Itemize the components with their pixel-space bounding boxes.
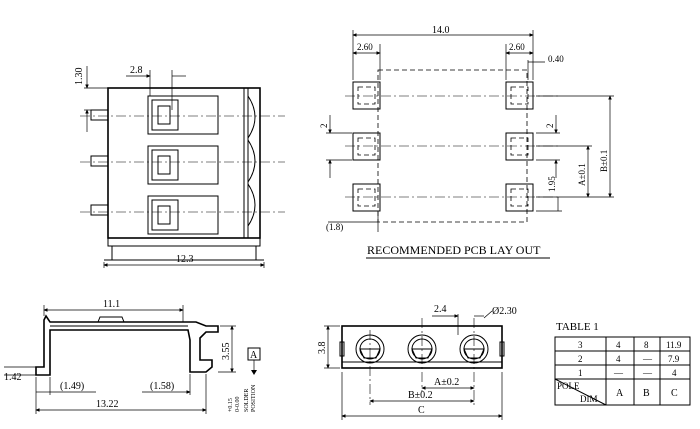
table-row-3-a: —	[613, 368, 624, 378]
table-header-row: POLE DIM A B C	[557, 381, 678, 404]
table-row: 1 — — 4	[578, 368, 677, 378]
top-view-slot-3	[147, 195, 219, 235]
front-view-c-dim-label: C	[418, 405, 425, 416]
table-row: 3 4 8 11.9	[578, 340, 682, 350]
table-row-1-pole: 3	[578, 340, 583, 350]
pcb-caption: RECOMMENDED PCB LAY OUT	[367, 243, 541, 257]
table-row-2-pole: 2	[578, 354, 583, 364]
table-row: 2 4 — 7.9	[578, 354, 680, 364]
top-view-slot-2	[147, 145, 219, 185]
front-view-b-dim-label: B±0.2	[408, 390, 433, 401]
table-row-3-pole: 1	[578, 368, 583, 378]
front-view-a-dim-label: A±0.2	[434, 377, 459, 388]
side-view-total-label: 13.22	[96, 399, 119, 410]
pcb-layout: 14.0 2.60 2.60 0.40 2 (1.8) 2 B±0.1 A±0.…	[319, 25, 614, 259]
table-row-1-a: 4	[616, 340, 621, 350]
top-view-slot-1	[147, 95, 219, 135]
dimension-table: TABLE 1 3 4 8 11.9 2 4 — 7.9 1 — — 4 POL…	[554, 321, 691, 406]
side-view-ref2-label: (1.58)	[150, 381, 174, 392]
pcb-a-dim-label: A±0.1	[577, 163, 587, 186]
pcb-pad-row-1	[352, 81, 534, 110]
pcb-pad-right-label: 2.60	[509, 42, 525, 52]
pcb-b-dim-label: B±0.1	[599, 150, 609, 172]
pcb-offset-label: 1.95	[547, 176, 557, 192]
side-view-lead-label: 1.42	[4, 372, 22, 383]
side-view: A 11.1 3.55 1.42 (1.49) (1.58) 13.22 +0.…	[4, 299, 261, 414]
table-row-3-b: —	[642, 368, 653, 378]
side-view-ref1-label: (1.49)	[60, 381, 84, 392]
table-row-2-b: —	[642, 354, 653, 364]
pcb-pad-row-2	[352, 132, 534, 161]
pcb-pad-row-3	[352, 183, 534, 212]
table-row-1-c: 11.9	[666, 340, 682, 350]
side-view-solder-label-2: POSITION	[251, 384, 257, 412]
front-view-height-label: 3.8	[317, 342, 328, 355]
side-view-datum-label: A	[250, 350, 258, 361]
side-view-tolerance-lower: 0-0.00	[235, 397, 241, 413]
top-view-height-label: 1.30	[74, 68, 85, 86]
table-title: TABLE 1	[556, 321, 599, 333]
front-view-pitch-label: 2.4	[434, 304, 447, 315]
table-row-3-c: 4	[672, 368, 677, 378]
table-row-2-c: 7.9	[668, 354, 680, 364]
table-header-c: C	[671, 388, 678, 399]
pcb-pad-left-label: 2.60	[357, 42, 373, 52]
front-view: 3.8 2.4 Ø2.30 A±0.2 B±0.2 C	[317, 304, 517, 420]
table-header-pole: POLE	[557, 381, 580, 391]
top-view-pitch-label: 2.8	[130, 65, 143, 76]
side-view-solder-label-1: SOLDER	[244, 389, 250, 412]
pcb-pad-height-left-label: 2	[319, 124, 329, 129]
top-view: 2.8 1.30 12.3	[74, 65, 285, 268]
pcb-margin-label: (1.8)	[326, 222, 343, 232]
table-row-1-b: 8	[644, 340, 649, 350]
side-view-length-label: 11.1	[103, 299, 120, 310]
pcb-total-width-label: 14.0	[432, 25, 450, 36]
top-view-width-label: 12.3	[176, 254, 194, 265]
pcb-pad-height-right-label: 2	[545, 124, 555, 129]
front-view-hole-label: Ø2.30	[492, 306, 517, 317]
table-header-a: A	[616, 388, 624, 399]
table-header-b: B	[643, 388, 650, 399]
side-view-tolerance-upper: +0.15	[228, 398, 234, 412]
table-row-2-a: 4	[616, 354, 621, 364]
side-view-height-label: 3.55	[221, 343, 232, 361]
table-header-dim: DIM	[580, 394, 598, 404]
pcb-gap-label: 0.40	[548, 54, 564, 64]
